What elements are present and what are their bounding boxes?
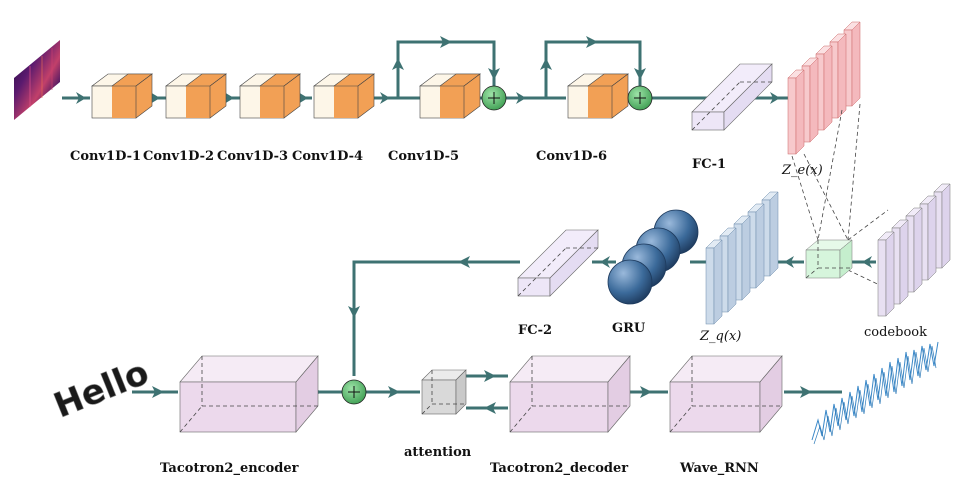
label-conv1d-6: Conv1D-6 [536,149,607,164]
label-conv1d-3: Conv1D-3 [217,149,288,164]
ze-embedding-stack [787,21,861,155]
sum-node-2 [627,85,653,111]
sum-node-1 [481,85,507,111]
label-conv1d-2: Conv1D-2 [143,149,214,164]
tacotron2-encoder-block [179,355,319,433]
label-wave-rnn: Wave_RNN [679,461,759,476]
conv1d-4-block [313,73,375,119]
label-conv1d-1: Conv1D-1 [70,149,141,164]
label-zq-x: Z_q(x) [699,329,741,344]
label-conv1d-5: Conv1D-5 [388,149,459,164]
label-fc-2: FC-2 [518,323,552,338]
label-codebook: codebook [864,325,927,340]
hello-text-input: Hello [48,352,154,426]
conv1d-1-block [91,73,153,119]
conv1d-3-block [239,73,301,119]
sum-node-3 [341,379,367,405]
label-attention: attention [404,445,472,460]
label-gru: GRU [612,321,646,336]
waveform-output [811,341,939,445]
zq-embedding-stack [705,191,779,325]
label-tacotron2-decoder: Tacotron2_decoder [490,461,628,476]
fc-2-block [517,229,599,297]
gru-spheres [607,209,699,305]
spectrogram-input [14,40,60,120]
label-tacotron2-encoder: Tacotron2_encoder [160,461,299,476]
conv1d-2-block [165,73,227,119]
codebook-stack [877,183,951,317]
fc-1-block [691,63,773,131]
wave-rnn-block [669,355,783,433]
row2-arrows [348,256,876,376]
attention-cube [421,369,467,415]
tacotron2-decoder-block [509,355,631,433]
vector-quantizer-cube [805,239,853,279]
label-ze-x: Z_e(x) [781,163,823,178]
label-fc-1: FC-1 [692,157,726,172]
conv1d-5-block [419,73,481,119]
label-conv1d-4: Conv1D-4 [292,149,363,164]
conv1d-6-block [567,73,629,119]
